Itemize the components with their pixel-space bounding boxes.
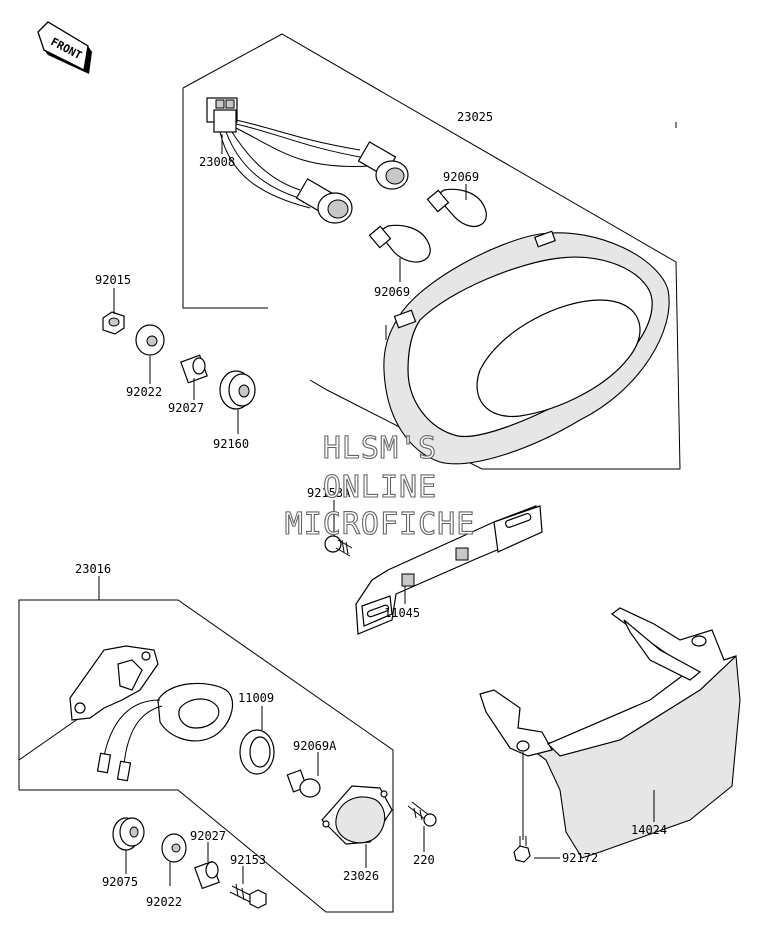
seal-11009 — [239, 729, 275, 775]
watermark: HLSM'S ONLINE MICROFICHE — [284, 430, 476, 542]
watermark-line3: MICROFICHE — [285, 507, 476, 542]
grommet-92160 — [219, 370, 256, 410]
bolt-92153A — [324, 535, 353, 557]
washer-92022-top — [135, 324, 165, 356]
light-bracket — [69, 645, 159, 721]
callout-14024: 14024 — [631, 823, 667, 837]
callout-92022-top: 92022 — [126, 385, 162, 399]
callout-92069-top: 92069 — [443, 170, 479, 184]
callout-23008: 23008 — [199, 155, 235, 169]
callout-11009: 11009 — [238, 691, 274, 705]
wiring-harness — [206, 97, 409, 224]
callout-92160: 92160 — [213, 437, 249, 451]
bulb-upper — [426, 188, 487, 227]
watermark-line2: ONLINE — [323, 470, 437, 505]
bulb-lower — [368, 224, 431, 263]
bolt-92153 — [229, 883, 267, 909]
socket-lower — [295, 178, 353, 224]
license-light-assembly-outline — [18, 599, 394, 913]
license-bracket — [355, 505, 543, 635]
callout-92069A: 92069A — [293, 739, 337, 753]
taillight-lens — [383, 230, 670, 465]
callout-labels: 23025 23008 92069 92069 92015 92022 9202… — [75, 110, 667, 909]
callout-92153A: 92153A — [307, 486, 351, 500]
license-lamp — [96, 682, 234, 782]
callout-92027-bottom: 92027 — [190, 829, 226, 843]
callout-92172: 92172 — [562, 851, 598, 865]
callout-23016: 23016 — [75, 562, 111, 576]
collar-92027-top — [180, 354, 208, 384]
washer-92022-bottom — [161, 833, 187, 863]
bulb-92069A — [286, 769, 321, 798]
callout-23026: 23026 — [343, 869, 379, 883]
collar-92027-bottom — [194, 860, 220, 890]
callout-23025: 23025 — [457, 110, 493, 124]
leader-lines — [98, 122, 677, 886]
nut-92015 — [102, 311, 125, 335]
grommet-92075 — [112, 817, 145, 851]
watermark-line1: HLSM'S — [323, 431, 437, 466]
callout-92027-top: 92027 — [168, 401, 204, 415]
front-arrow-icon: FRONT — [37, 21, 92, 74]
callout-11045: 11045 — [384, 606, 420, 620]
callout-92075: 92075 — [102, 875, 138, 889]
lens-cover-23026 — [321, 785, 393, 845]
socket-upper — [357, 141, 409, 190]
bolt-92172 — [513, 752, 531, 863]
callout-92153: 92153 — [230, 853, 266, 867]
callout-220: 220 — [413, 853, 435, 867]
callout-92069-mid: 92069 — [374, 285, 410, 299]
screw-220 — [407, 801, 437, 827]
callout-92022-bottom: 92022 — [146, 895, 182, 909]
rear-fender-cover — [479, 607, 741, 859]
callout-92015: 92015 — [95, 273, 131, 287]
taillight-assembly-outline — [182, 33, 681, 470]
